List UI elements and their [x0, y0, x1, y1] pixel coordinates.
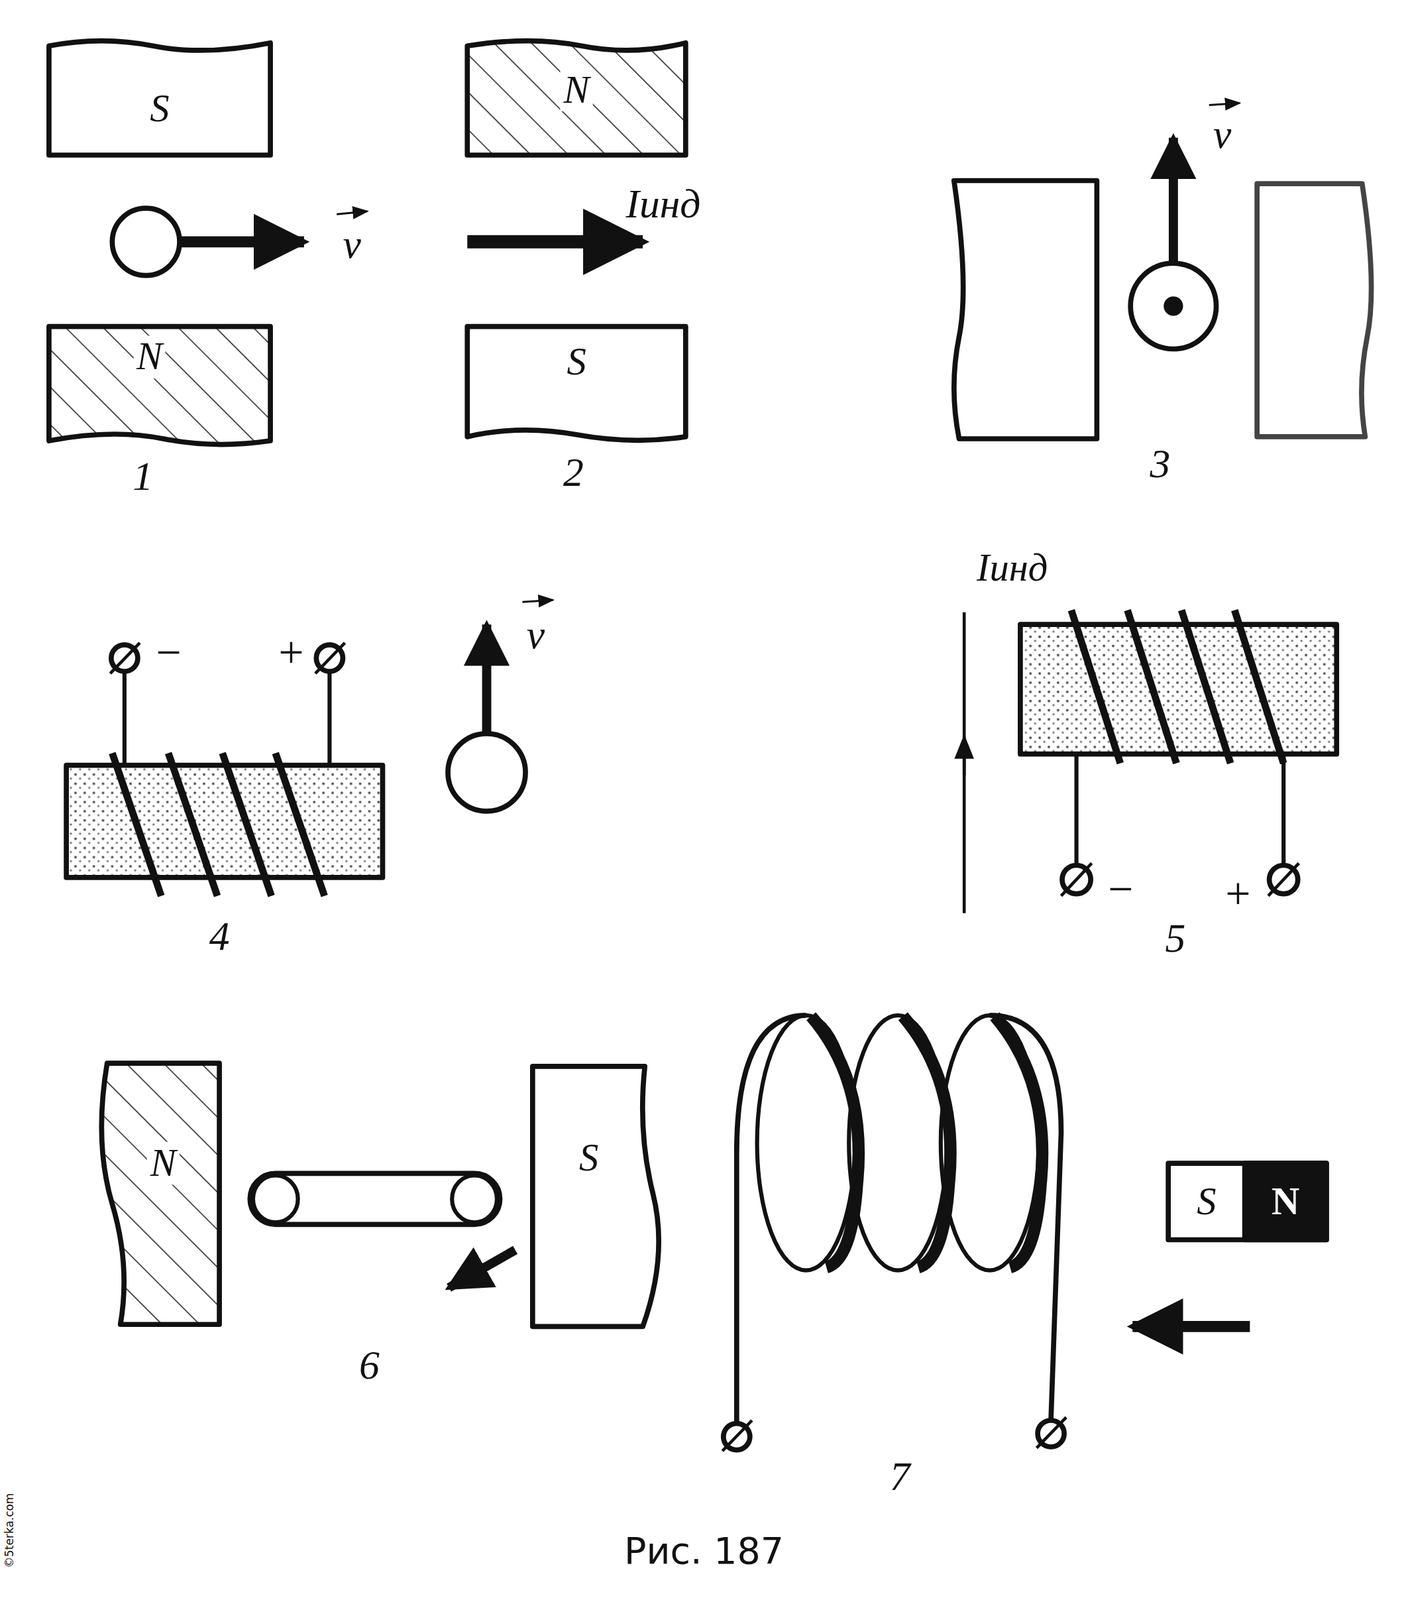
magnet-pole: S: [49, 45, 271, 156]
wire: [1074, 754, 1079, 865]
current-label: Iинд: [976, 546, 1048, 590]
rotation-arrow: [449, 1249, 516, 1288]
pole-letter: S: [563, 340, 590, 383]
vector-sign: [336, 211, 368, 215]
vector-label: v: [343, 222, 362, 268]
panel-number: 1: [132, 453, 154, 499]
terminal-sign: −: [153, 628, 184, 678]
terminal-sign: +: [275, 628, 307, 678]
current-dot: [1166, 298, 1181, 314]
wire: [327, 673, 332, 766]
magnet-pole: N: [467, 45, 686, 156]
winding: [1234, 610, 1284, 764]
pole-letter: S: [147, 87, 173, 130]
motion-arrow: [1132, 1320, 1250, 1332]
magnet-pole: [49, 326, 271, 445]
winding: [275, 752, 325, 896]
terminal-sign: +: [1222, 869, 1253, 920]
velocity-arrow: [482, 624, 492, 734]
wire: [1281, 754, 1286, 865]
panel-number: 6: [359, 1342, 380, 1388]
winding: [168, 752, 218, 896]
magnet-pole: N: [111, 1101, 215, 1225]
current-arrow: [962, 736, 967, 776]
magnet-pole: [101, 1062, 220, 1324]
vector-label: v: [1213, 111, 1232, 158]
bar-magnet: [1168, 1162, 1327, 1240]
pole-letter: S: [1193, 1180, 1220, 1223]
vector-label: v: [526, 612, 545, 658]
panel-number: 7: [889, 1453, 911, 1499]
winding: [1071, 610, 1121, 764]
conductor: [111, 208, 180, 276]
magnet-pole: [467, 326, 686, 441]
vector-sign: [1209, 102, 1240, 105]
current-line: [962, 612, 967, 914]
pole-letter: N: [147, 1141, 179, 1185]
terminal-sign: −: [1105, 864, 1136, 914]
wire: [122, 673, 127, 768]
conductor: [1130, 263, 1216, 349]
pole-letter: N: [133, 335, 165, 379]
panel-number: 3: [1149, 441, 1171, 488]
watermark: ©5terka.com: [3, 1492, 17, 1568]
magnet-pole: [49, 41, 271, 156]
vector-sign: [522, 599, 553, 602]
panel-number: 2: [563, 449, 584, 495]
conductor: [447, 733, 526, 812]
pole-letter: N: [560, 68, 593, 112]
current-label: Iинд: [625, 181, 701, 227]
magnet-pole: [532, 1066, 659, 1327]
electromagnet-core: [66, 765, 383, 878]
magnet-pole: S: [1168, 1162, 1245, 1240]
magnet-pole: [954, 180, 1098, 438]
frame-loop: [249, 1172, 500, 1224]
magnet-pole: S: [532, 1121, 645, 1194]
electromagnet-core: [1020, 624, 1337, 755]
coil: [736, 1015, 1062, 1424]
panel-number: 5: [1165, 915, 1187, 961]
pole-letter: N: [1268, 1180, 1304, 1223]
winding: [111, 752, 162, 896]
magnet-pole: N: [49, 326, 271, 388]
magnet-pole: N: [1245, 1162, 1327, 1240]
winding: [222, 752, 272, 896]
panel-number: 4: [209, 913, 230, 959]
winding: [1181, 610, 1231, 764]
magnet-pole: [1256, 183, 1371, 437]
magnet-pole: S: [467, 326, 686, 399]
velocity-arrow: [1168, 137, 1179, 264]
pole-letter: S: [575, 1136, 601, 1179]
magnet-pole: [467, 41, 686, 156]
current-arrow: [467, 235, 643, 249]
winding: [1127, 610, 1177, 764]
figure-caption: Рис. 187: [624, 1530, 784, 1571]
velocity-arrow: [179, 235, 305, 248]
